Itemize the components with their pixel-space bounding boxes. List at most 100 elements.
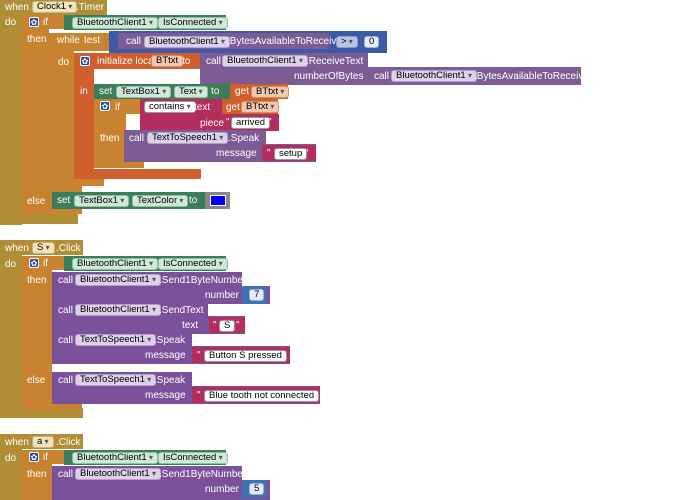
number-field[interactable]: 7 — [249, 289, 265, 301]
property-dropdown[interactable]: TextColor — [132, 195, 189, 207]
if-keyword: if — [43, 17, 48, 28]
method-name: .ReceiveText — [306, 56, 364, 67]
event-name: .Click — [56, 437, 81, 448]
number-field[interactable]: 0 — [364, 36, 380, 48]
method-name: .Speak — [228, 133, 260, 144]
variable-dropdown[interactable]: BTtxt — [241, 101, 280, 113]
text-param: text — [194, 102, 211, 113]
operator-dropdown[interactable]: > — [336, 36, 358, 48]
set-keyword: set — [99, 86, 113, 97]
property-dropdown[interactable]: IsConnected — [158, 17, 228, 29]
else-keyword: else — [27, 196, 46, 207]
text-literal[interactable]: arrived — [231, 117, 271, 129]
method-name: .Speak — [154, 335, 186, 346]
number-param: number — [205, 484, 239, 495]
do-keyword: do — [5, 453, 17, 464]
bt-component-dropdown[interactable]: BluetoothClient1 — [72, 258, 158, 270]
event-name: .Click — [56, 243, 81, 254]
tts-component-dropdown[interactable]: TextToSpeech1 — [75, 374, 157, 386]
mutator-gear-icon[interactable]: ✿ — [80, 56, 90, 66]
property-dropdown[interactable]: IsConnected — [158, 452, 228, 464]
call-keyword: call — [126, 36, 142, 47]
method-name: .Send1ByteNumber — [159, 275, 247, 286]
tts-component-dropdown[interactable]: TextToSpeech1 — [147, 132, 229, 144]
message-param: message — [145, 350, 186, 361]
event-name: .Timer — [76, 2, 104, 13]
initialize-local-keyword: initialize local — [97, 56, 156, 67]
call-keyword: call — [129, 133, 145, 144]
text-literal[interactable]: setup — [274, 148, 308, 160]
while-block[interactable] — [49, 33, 119, 51]
to-keyword: to — [211, 86, 220, 97]
bt-component-dropdown[interactable]: BluetoothClient1 — [144, 36, 230, 48]
to-keyword: to — [182, 56, 191, 67]
call-keyword: call — [206, 56, 222, 67]
bt-component-dropdown[interactable]: BluetoothClient1 — [391, 70, 477, 82]
when-keyword: when — [5, 437, 29, 448]
component-dropdown[interactable]: Clock1 — [32, 1, 78, 13]
then-keyword: then — [27, 275, 47, 286]
bt-component-dropdown[interactable]: BluetoothClient1 — [72, 452, 158, 464]
mutator-gear-icon[interactable]: ✿ — [29, 452, 39, 462]
message-param: message — [145, 390, 186, 401]
method-name: .SendText — [159, 305, 204, 316]
variable-dropdown[interactable]: BTtxt — [251, 86, 290, 98]
text-literal[interactable]: S — [219, 320, 236, 332]
mutator-gear-icon[interactable]: ✿ — [100, 101, 110, 111]
set-keyword: set — [57, 195, 71, 206]
then-keyword: then — [100, 133, 120, 144]
bt-component-dropdown[interactable]: BluetoothClient1 — [222, 55, 308, 67]
then-keyword: then — [27, 469, 47, 480]
to-keyword: to — [189, 195, 198, 206]
do-keyword: do — [58, 57, 70, 68]
when-keyword: when — [5, 2, 29, 13]
else-keyword: else — [27, 375, 46, 386]
contains-dropdown[interactable]: contains — [144, 101, 196, 113]
number-param: number — [205, 290, 239, 301]
bt-component-dropdown[interactable]: BluetoothClient1 — [75, 274, 161, 286]
color-swatch[interactable] — [210, 195, 226, 206]
when-keyword: when — [5, 243, 29, 254]
call-keyword: call — [374, 71, 390, 82]
property-dropdown[interactable]: Text — [174, 86, 208, 98]
call-keyword: call — [58, 335, 74, 346]
variable-name-field[interactable]: BTtxt — [151, 55, 184, 67]
method-name: .Speak — [154, 375, 186, 386]
tts-component-dropdown[interactable]: TextToSpeech1 — [75, 334, 157, 346]
get-keyword: get — [226, 102, 240, 113]
bt-component-dropdown[interactable]: BluetoothClient1 — [72, 17, 158, 29]
do-keyword: do — [5, 259, 17, 270]
get-keyword: get — [235, 86, 249, 97]
call-keyword: call — [58, 275, 74, 286]
mutator-gear-icon[interactable]: ✿ — [29, 17, 39, 27]
component-dropdown[interactable]: a — [32, 436, 54, 448]
if-keyword: if — [43, 452, 48, 463]
property-dropdown[interactable]: IsConnected — [158, 258, 228, 270]
number-field[interactable]: 5 — [249, 483, 265, 495]
call-keyword: call — [58, 305, 74, 316]
message-param: message — [216, 148, 257, 159]
component-dropdown[interactable]: S — [32, 242, 55, 254]
mutator-gear-icon[interactable]: ✿ — [29, 258, 39, 268]
method-name: .BytesAvailableToReceive — [474, 71, 589, 82]
method-name: .Send1ByteNumber — [159, 469, 247, 480]
call-keyword: call — [58, 375, 74, 386]
text-literal[interactable]: Blue tooth not connected — [204, 390, 320, 402]
piece-param: piece — [200, 118, 224, 129]
method-name: .BytesAvailableToReceive — [227, 36, 342, 47]
number-of-bytes-param: numberOfBytes — [294, 71, 364, 82]
while-keyword: while — [57, 35, 80, 46]
in-keyword: in — [80, 86, 88, 97]
if-keyword: if — [115, 102, 120, 113]
then-keyword: then — [27, 34, 47, 45]
do-keyword: do — [5, 17, 17, 28]
textbox-dropdown[interactable]: TextBox1 — [116, 86, 172, 98]
call-keyword: call — [58, 469, 74, 480]
textbox-dropdown[interactable]: TextBox1 — [74, 195, 130, 207]
bt-component-dropdown[interactable]: BluetoothClient1 — [75, 468, 161, 480]
text-param: text — [182, 320, 199, 331]
bt-component-dropdown[interactable]: BluetoothClient1 — [75, 304, 161, 316]
test-keyword: test — [84, 35, 101, 46]
if-keyword: if — [43, 258, 48, 269]
text-literal[interactable]: Button S pressed — [204, 350, 287, 362]
